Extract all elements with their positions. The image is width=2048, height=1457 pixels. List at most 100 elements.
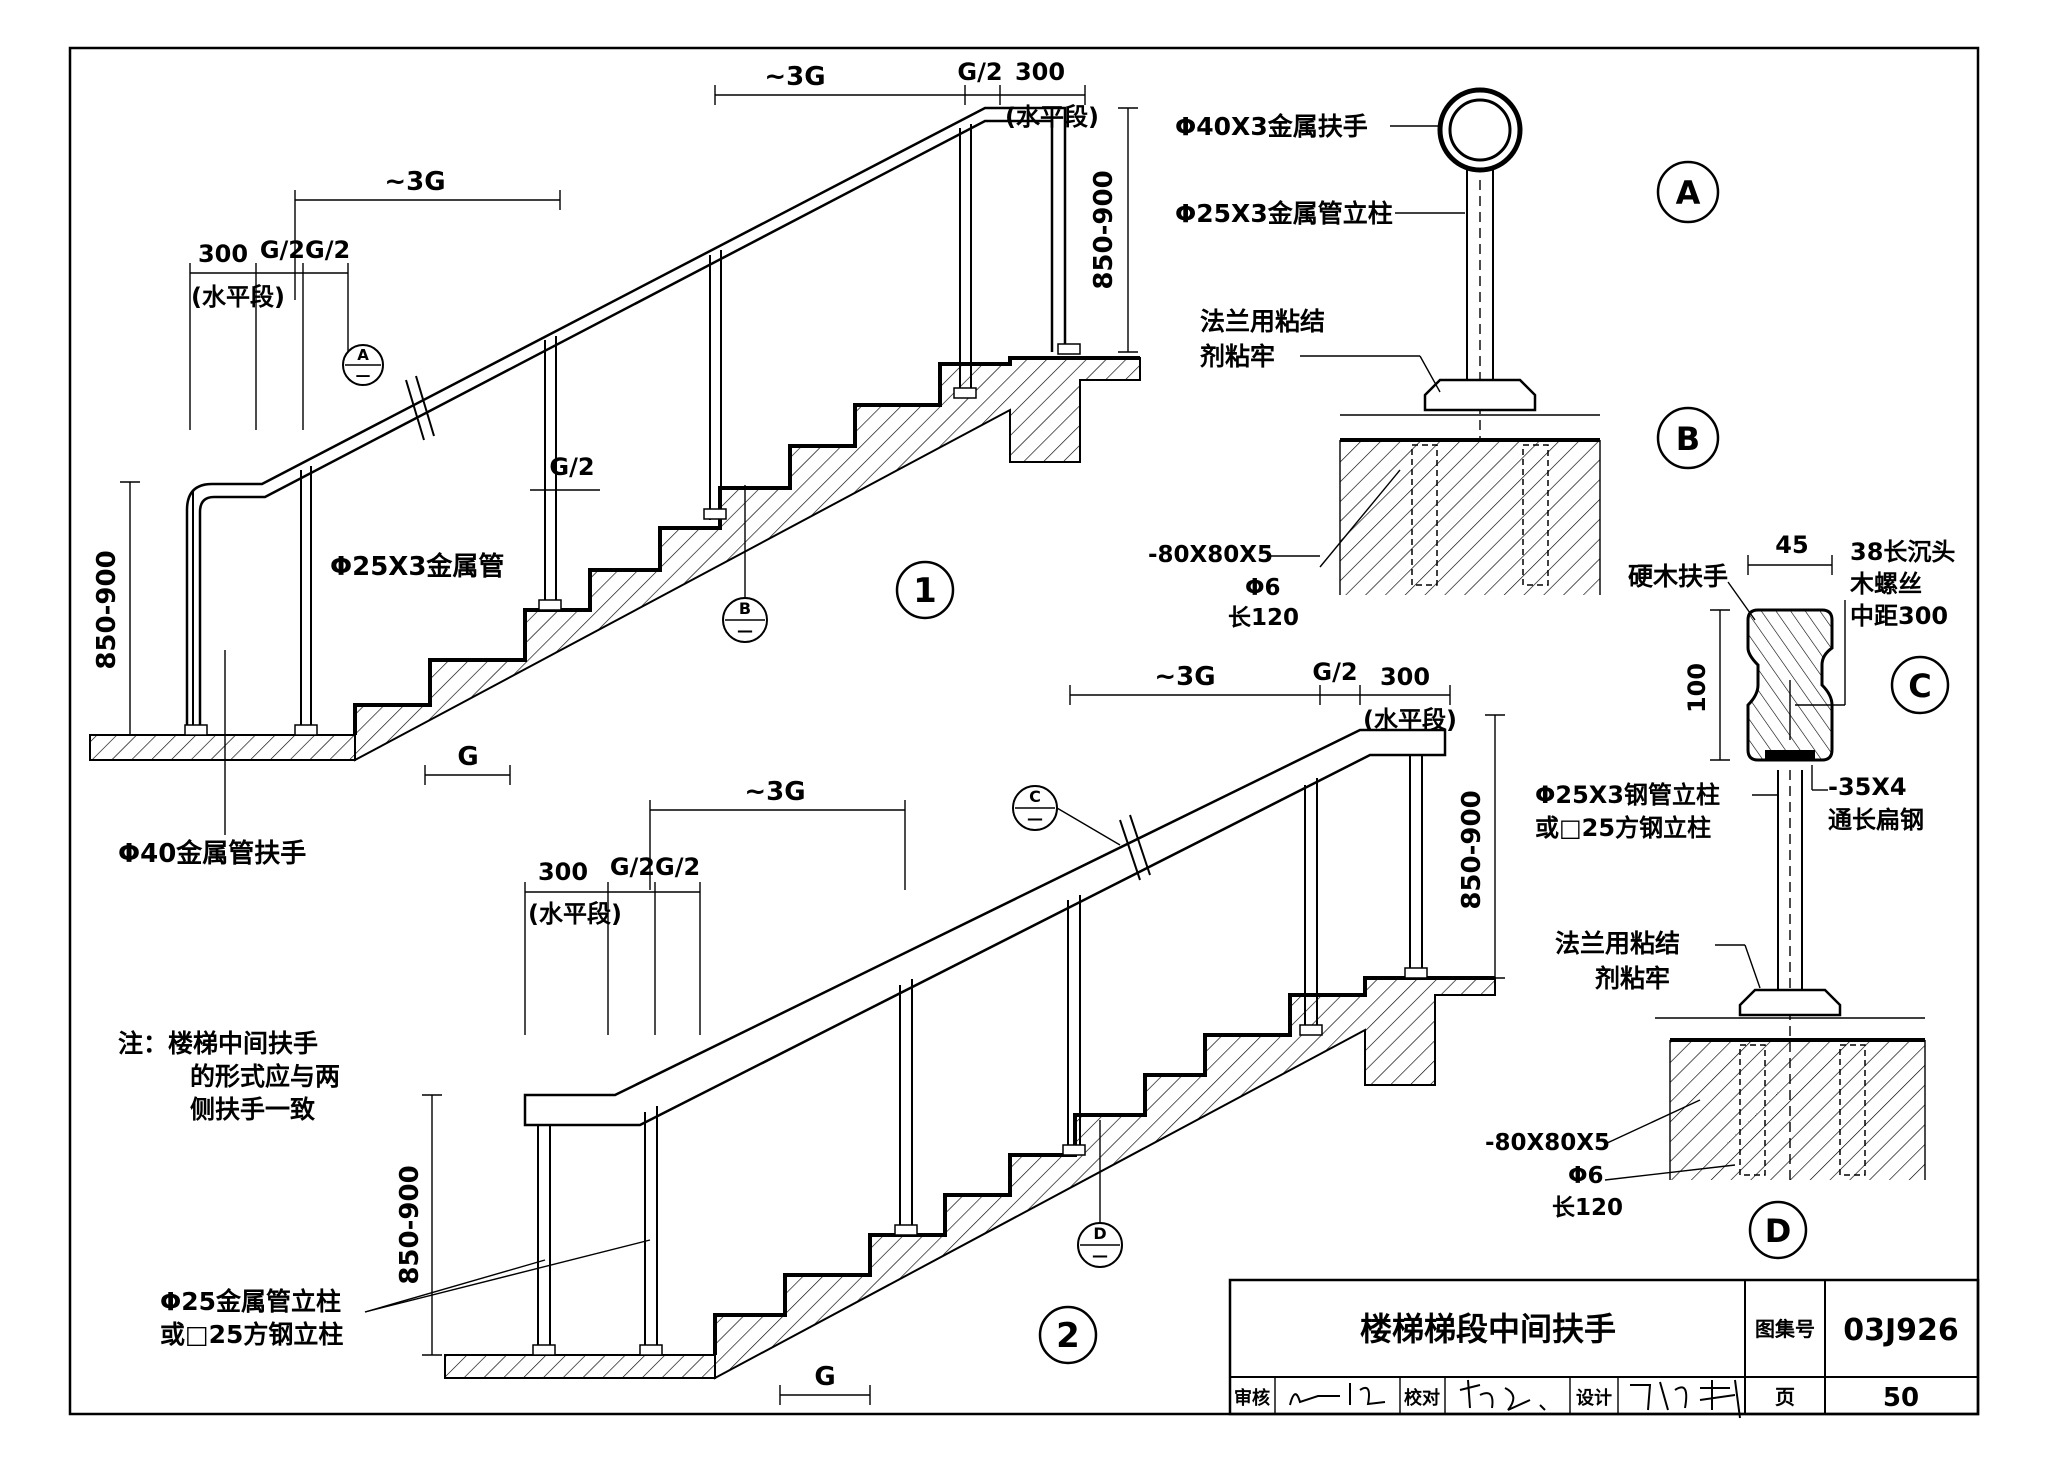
stair2-dim-300-top: 300 — [1380, 663, 1430, 691]
stair2-horizontal-top: (水平段) — [1363, 706, 1457, 734]
stair1-dim-height-right: 850-900 — [1089, 170, 1119, 289]
svg-text:D: D — [1093, 1224, 1106, 1243]
svg-text:D: D — [1765, 1212, 1792, 1250]
stair2-floor-slab — [444, 1354, 716, 1379]
stair1-handrail — [185, 106, 1067, 735]
detail-label-b: B — [1656, 406, 1720, 470]
svg-text:A: A — [357, 346, 369, 364]
stair2-handrail — [523, 728, 1447, 1127]
detail-d-flange-1: 法兰用粘结 — [1555, 929, 1680, 958]
stair2-horizontal-left: (水平段) — [528, 900, 622, 928]
title-block-atlas-label: 图集号 — [1755, 1317, 1815, 1341]
stair1-dim-g2-post: G/2 — [549, 453, 594, 481]
stair1-dim-g2-top: G/2 — [957, 58, 1002, 86]
stair2-posts — [532, 755, 1428, 1356]
stair2-dim-g2-top: G/2 — [1312, 658, 1357, 686]
stair-elevation-2: ~3G G/2 300 (水平段) 850-900 ~3G 300 G/2G/2… — [118, 658, 1505, 1405]
svg-text:A: A — [1676, 174, 1701, 212]
stair2-dim-3g-top: ~3G — [1154, 662, 1215, 692]
detail-c-dim-45: 45 — [1775, 531, 1808, 559]
section-marker-b: B — — [722, 485, 768, 643]
stair2-dim-300-left: 300 — [538, 858, 588, 886]
svg-text:C: C — [1908, 667, 1931, 705]
detail-c-flat-steel-2: 通长扁钢 — [1828, 806, 1924, 834]
drawing-number-1: 1 — [895, 560, 955, 620]
signature-review — [1289, 1383, 1386, 1406]
stair2-dim-3g-mid: ~3G — [744, 777, 805, 807]
svg-text:注：楼梯中间扶手: 注：楼梯中间扶手 — [118, 1029, 318, 1058]
svg-text:B: B — [1676, 420, 1700, 458]
stair1-dim-g2g2-left: G/2G/2 — [260, 236, 350, 264]
detail-c-screw-2: 木螺丝 — [1849, 570, 1922, 598]
detail-b-flange-1: 法兰用粘结 — [1200, 307, 1325, 336]
detail-c-dim-100: 100 — [1683, 663, 1711, 713]
detail-c-screw-1: 38长沉头 — [1850, 538, 1955, 566]
title-block-review-label: 审核 — [1234, 1387, 1270, 1409]
detail-a-post-label: Φ25X3金属管立柱 — [1175, 199, 1393, 228]
stair1-posts — [184, 108, 1081, 736]
title-block-atlas-no: 03J926 — [1843, 1313, 1959, 1348]
detail-b-bar-len: 长120 — [1228, 605, 1299, 631]
detail-label-a: A — [1656, 160, 1720, 224]
stair1-dim-3g-top: ~3G — [764, 62, 825, 92]
title-block: 楼梯梯段中间扶手 图集号 03J926 审核 校对 设计 页 50 — [1228, 1278, 1980, 1419]
stair1-floor-slab — [89, 734, 356, 761]
detail-d-bar: Φ6 — [1568, 1163, 1604, 1189]
title-block-title: 楼梯梯段中间扶手 — [1360, 1310, 1616, 1348]
detail-d-bar-len: 长120 — [1552, 1195, 1623, 1221]
stair-elevation-1: ~3G G/2 300 (水平段) 850-900 ~3G 300 G/2G/2… — [89, 58, 1141, 869]
detail-a-b: Φ40X3金属扶手 Φ25X3金属管立柱 法兰用粘结 剂粘牢 -80X80X5 … — [1148, 87, 1720, 631]
detail-d-plate: -80X80X5 — [1485, 1130, 1610, 1156]
section-marker-d: D — — [1077, 1120, 1123, 1268]
detail-c-screw-3: 中距300 — [1850, 602, 1948, 630]
detail-a-handrail-label: Φ40X3金属扶手 — [1175, 112, 1368, 141]
stair2-post-label-2: 或□25方钢立柱 — [160, 1320, 343, 1349]
stair2-dim-g2g2-left: G/2G/2 — [610, 853, 700, 881]
title-block-design-label: 设计 — [1576, 1387, 1612, 1409]
detail-d-steel-post-2: 或□25方钢立柱 — [1535, 814, 1711, 842]
detail-c-flat-steel-1: -35X4 — [1828, 773, 1907, 801]
detail-d-flange-2: 剂粘牢 — [1595, 964, 1670, 993]
section-marker-c: C — — [1012, 785, 1121, 846]
detail-b-plate: -80X80X5 — [1148, 542, 1273, 568]
stair1-pipe-label: Φ25X3金属管 — [330, 551, 504, 582]
title-block-page-label: 页 — [1775, 1385, 1795, 1409]
svg-text:的形式应与两: 的形式应与两 — [190, 1062, 340, 1091]
stair1-dim-3g-mid: ~3G — [384, 167, 445, 197]
stair2-dim-g: G — [814, 1362, 835, 1392]
signature-design — [1630, 1379, 1741, 1419]
detail-d-steel-post-1: Φ25X3钢管立柱 — [1535, 781, 1720, 809]
svg-text:—: — — [356, 366, 371, 384]
detail-c-d: 45 100 硬木扶手 38长沉头 木螺丝 中距300 C Φ25X3钢管立柱 … — [1485, 531, 1955, 1260]
stair1-handrail-label: Φ40金属管扶手 — [118, 838, 306, 869]
detail-label-d: D — [1748, 1200, 1808, 1260]
stair1-dim-height-left: 850-900 — [92, 550, 122, 669]
section-marker-a: A — — [342, 344, 384, 386]
stair2-post-label-1: Φ25金属管立柱 — [160, 1287, 341, 1316]
drawing-number-2: 2 — [1038, 1305, 1098, 1365]
stair1-dim-300-left: 300 — [198, 240, 248, 268]
stair1-dim-g: G — [457, 742, 478, 772]
stair2-dim-height-left: 850-900 — [395, 1165, 425, 1284]
detail-b-flange-2: 剂粘牢 — [1200, 342, 1275, 371]
svg-text:—: — — [1027, 809, 1043, 828]
detail-b-bar: Φ6 — [1245, 575, 1281, 601]
detail-label-c: C — [1890, 655, 1950, 715]
svg-text:2: 2 — [1056, 1316, 1080, 1356]
detail-c-hardwood: 硬木扶手 — [1628, 562, 1728, 591]
stair1-dim-300-top: 300 — [1015, 58, 1065, 86]
title-block-check-label: 校对 — [1404, 1387, 1440, 1409]
svg-text:—: — — [737, 621, 753, 640]
title-block-page-no: 50 — [1883, 1383, 1919, 1413]
signature-check — [1459, 1379, 1546, 1411]
note-block: 注：楼梯中间扶手 的形式应与两 侧扶手一致 — [118, 1029, 340, 1124]
svg-text:—: — — [1092, 1246, 1108, 1265]
stair1-horizontal-left: (水平段) — [191, 283, 285, 311]
svg-text:1: 1 — [913, 571, 937, 611]
sheet-border — [68, 46, 1980, 1416]
svg-text:侧扶手一致: 侧扶手一致 — [190, 1095, 316, 1124]
stair2-dim-height-right: 850-900 — [1457, 790, 1487, 909]
stair1-horizontal-top: (水平段) — [1005, 103, 1099, 131]
svg-text:B: B — [739, 599, 751, 618]
